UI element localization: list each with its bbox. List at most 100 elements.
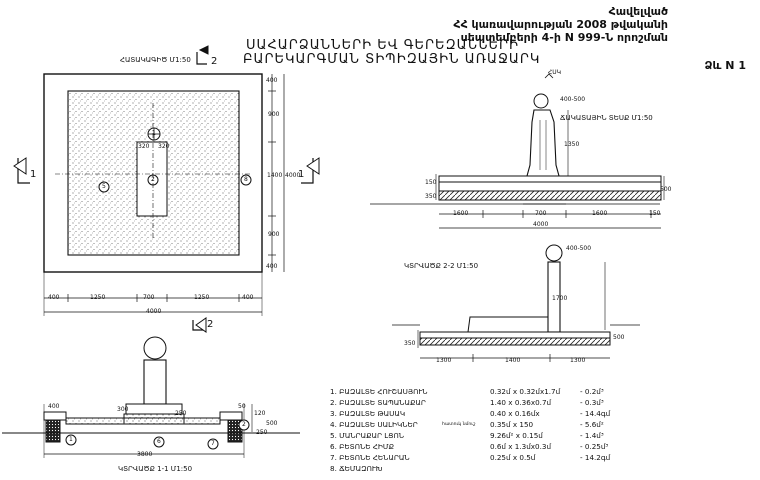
s22-dim-right: 500 xyxy=(613,334,625,341)
spec-row-8: 8. ՃԵՄԱԶՈՒԽ xyxy=(330,465,630,476)
spec-size: 9.26մ² x 0.15մ xyxy=(490,431,543,440)
front-tag: ՀՍԿ xyxy=(548,69,562,76)
header-line2: ՀՀ կառավարության 2008 թվականի xyxy=(453,18,668,31)
s11-callout-1: 1 xyxy=(69,436,73,443)
spec-row-7: 7. ԲԵՏՈՆԵ ՀԵՆԱՐԱՆ 0.25մ x 0.5մ - 14.2գմ xyxy=(330,454,630,465)
s11-dim-250-mid: 250 xyxy=(175,410,187,417)
callout-8: 8 xyxy=(244,176,248,183)
spec-name: 4. ԲԱԶԱԼՏԵ ՍԱԼԻԿՆԵՐ xyxy=(330,420,418,429)
section-mark-1-right: 1 xyxy=(298,169,305,180)
front-dim-head: 400-500 xyxy=(560,96,586,103)
spec-row-4: 4. ԲԱԶԱԼՏԵ ՍԱԼԻԿՆԵՐ հատուկ նմուշ 0.35մ x… xyxy=(330,421,630,432)
plan-dim-bottom-3: 700 xyxy=(143,294,155,301)
title-line2: ԲԱՐԵԿԱՐԳՄԱՆ ՏԻՊԻԶԱՅԻՆ ԱՌԱՋԱՐԿ xyxy=(243,52,541,67)
spec-name: 6. ԲԵՏՈՆԵ ՀԻՄՔ xyxy=(330,442,395,451)
spec-row-5: 5. ՄԱՆՐԱՔԱՐ ԼՑՈՆ 9.26մ² x 0.15մ - 1.4մ³ xyxy=(330,432,630,443)
plan-dim-bottom-5: 400 xyxy=(242,294,254,301)
spec-qty: - 1.4մ³ xyxy=(580,431,604,440)
spec-size: 0.25մ x 0.5մ xyxy=(490,453,536,462)
s11-dim-500: 500 xyxy=(266,420,278,427)
front-dim-total: 4000 xyxy=(533,221,549,228)
callout-1: 1 xyxy=(152,130,156,137)
callout-5: 5 xyxy=(102,183,106,190)
s11-callout-4: 2 xyxy=(242,421,246,428)
s22-dim-row-1: 1300 xyxy=(436,357,452,364)
spec-qty: - 0.3մ³ xyxy=(580,398,604,407)
front-dim-row-1: 1600 xyxy=(453,210,469,217)
plan-dim-right-top: 400 xyxy=(266,77,278,84)
plan-dim-bottom-4: 1250 xyxy=(194,294,210,301)
callout-2: 2 xyxy=(151,176,155,183)
plan-dim-bottom-total: 4000 xyxy=(146,308,162,315)
plan-dim-right-1400: 1400 xyxy=(267,172,283,179)
plan-view xyxy=(13,45,320,333)
inner-dim-left: 320 xyxy=(138,143,150,150)
front-view xyxy=(370,73,665,229)
spec-size: 0.40 x 0.16մx xyxy=(490,409,540,418)
s11-dim-300: 300 xyxy=(117,406,129,413)
spec-name: 1. ԲԱԶԱԼՏԵ ՀՈՒՇԱՍՅՈՒՆ xyxy=(330,387,428,396)
front-dim-row-2: 700 xyxy=(535,210,547,217)
front-view-caption: ՃԱԿԱՏԱՅԻՆ ՏԵՍՔ Մ1:50 xyxy=(560,114,653,122)
inner-dim-right: 320 xyxy=(158,143,170,150)
s11-dim-120: 120 xyxy=(254,410,266,417)
spec-qty: - 14.2գմ xyxy=(580,453,611,462)
spec-qty: - 0.25մ³ xyxy=(580,442,609,451)
plan-dim-bottom-1: 400 xyxy=(48,294,60,301)
spec-row-1: 1. ԲԱԶԱԼՏԵ ՀՈՒՇԱՍՅՈՒՆ 0.32մ x 0.32մx1.7մ… xyxy=(330,388,630,399)
section-1-1 xyxy=(2,336,300,458)
spec-row-2: 2. ԲԱԶԱԼՏԵ ՏԱՊԱՆԱՔԱՐ 1.40 x 0.36x0.7մ - … xyxy=(330,399,630,410)
plan-dim-bottom-2: 1250 xyxy=(90,294,106,301)
plan-caption: ՀԱՏԱԿԱԳԻԾ Մ1:50 xyxy=(120,56,191,64)
s11-dim-total: 3800 xyxy=(137,451,153,458)
spec-note: հատուկ նմուշ xyxy=(442,422,476,427)
section-1-1-caption: ԿՏՐՎԱԾՔ 1-1 Մ1:50 xyxy=(118,465,193,473)
section-2-2 xyxy=(392,244,640,362)
front-dim-500: 500 xyxy=(660,186,672,193)
s11-dim-250: 250 xyxy=(256,429,268,436)
section-mark-2-top: 2 xyxy=(211,56,218,67)
spec-name: 7. ԲԵՏՈՆԵ ՀԵՆԱՐԱՆ xyxy=(330,453,410,462)
section-mark-2-bottom: 2 xyxy=(207,319,214,330)
header-line1: Հավելված xyxy=(608,5,668,18)
s11-callout-6: 6 xyxy=(157,438,161,445)
spec-table: 1. ԲԱԶԱԼՏԵ ՀՈՒՇԱՍՅՈՒՆ 0.32մ x 0.32մx1.7մ… xyxy=(330,388,630,476)
s11-callout-7: 7 xyxy=(211,440,215,447)
plan-dim-right-900a: 900 xyxy=(268,111,280,118)
spec-qty: - 0.2մ³ xyxy=(580,387,604,396)
spec-size: 0.32մ x 0.32մx1.7մ xyxy=(490,387,561,396)
spec-size: 1.40 x 0.36x0.7մ xyxy=(490,398,552,407)
front-dim-150: 150 xyxy=(425,179,437,186)
plan-dim-right-900b: 900 xyxy=(268,231,280,238)
spec-name: 3. ԲԱԶԱԼՏԵ ԹԱՍԱԿ xyxy=(330,409,406,418)
s11-dim-400: 400 xyxy=(48,403,60,410)
section-2-2-caption: ԿՏՐՎԱԾՔ 2-2 Մ1:50 xyxy=(404,262,479,270)
spec-qty: - 5.6մ² xyxy=(580,420,604,429)
spec-size: 0.6մ x 1.3մx0.3մ xyxy=(490,442,552,451)
title-line1: ՍԱՀԱՐՁԱՆՆԵՐԻ ԵՎ ԳԵՐԵԶԱՆՆԵՐԻ xyxy=(246,38,520,53)
header-line3: սեպտեմբերի 4-ի N 999-Ն որոշման xyxy=(460,31,668,44)
s22-dim-left: 350 xyxy=(404,340,416,347)
spec-row-3: 3. ԲԱԶԱԼՏԵ ԹԱՍԱԿ 0.40 x 0.16մx - 14.4գմ xyxy=(330,410,630,421)
front-dim-row-3: 1600 xyxy=(592,210,608,217)
s22-dim-height: 1700 xyxy=(552,295,568,302)
spec-qty: - 14.4գմ xyxy=(580,409,611,418)
spec-name: 2. ԲԱԶԱԼՏԵ ՏԱՊԱՆԱՔԱՐ xyxy=(330,398,426,407)
spec-name: 8. ՃԵՄԱԶՈՒԽ xyxy=(330,464,383,473)
spec-size: 0.35մ x 150 xyxy=(490,420,534,429)
s22-dim-row-3: 1300 xyxy=(570,357,586,364)
front-dim-row-4: 150 xyxy=(649,210,661,217)
plan-dim-right-total: 4000 xyxy=(285,172,301,179)
section-mark-1-left: 1 xyxy=(30,169,37,180)
s22-dim-head: 400-500 xyxy=(566,245,592,252)
plan-dim-right-bottom: 400 xyxy=(266,263,278,270)
spec-row-6: 6. ԲԵՏՈՆԵ ՀԻՄՔ 0.6մ x 1.3մx0.3մ - 0.25մ³ xyxy=(330,443,630,454)
front-dim-350: 350 xyxy=(425,193,437,200)
front-dim-height: 1350 xyxy=(564,141,580,148)
form-number: Ձև N 1 xyxy=(704,59,746,72)
spec-name: 5. ՄԱՆՐԱՔԱՐ ԼՑՈՆ xyxy=(330,431,404,440)
s22-dim-row-2: 1400 xyxy=(505,357,521,364)
s11-dim-50: 50 xyxy=(238,403,246,410)
